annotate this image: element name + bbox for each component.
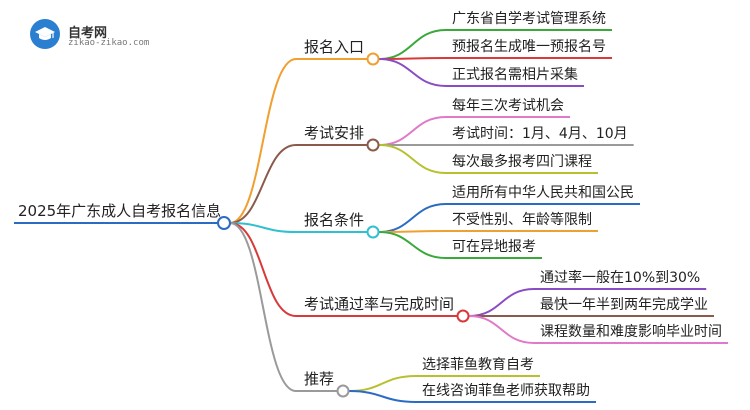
logo-subtitle: zikao-zikao.com	[68, 38, 150, 48]
branch-node	[366, 52, 380, 66]
leaf-topic: 课程数量和难度影响毕业时间	[540, 324, 722, 340]
branch-connector	[229, 144, 297, 224]
leaf-connector	[379, 57, 447, 60]
leaf-connector	[379, 144, 447, 174]
leaf-topic: 在线咨询菲鱼老师获取帮助	[422, 383, 590, 399]
leaf-topic: 通过率一般在10%到30%	[540, 270, 701, 286]
leaf-connector	[379, 29, 447, 60]
leaf-topic: 正式报名需相片采集	[452, 67, 578, 83]
branch-connector	[229, 222, 297, 392]
branch-recommendation: 推荐	[304, 370, 335, 388]
branch-connector	[229, 58, 297, 224]
branch-node	[366, 225, 380, 239]
branch-connector	[229, 222, 297, 317]
leaf-connector	[379, 231, 447, 259]
leaf-topic: 考试时间：1月、4月、10月	[452, 126, 628, 142]
root-topic: 2025年广东成人自考报名信息	[18, 202, 222, 220]
leaf-topic: 每年三次考试机会	[452, 98, 564, 114]
branch-node	[456, 309, 470, 323]
leaf-topic: 预报名生成唯一预报名号	[452, 39, 606, 55]
leaf-topic: 每次最多报考四门课程	[452, 154, 592, 170]
graduation-cap-icon	[30, 19, 60, 49]
root-node	[217, 216, 231, 230]
leaf-topic: 选择菲鱼教育自考	[422, 357, 534, 373]
leaf-connector	[469, 315, 535, 344]
branch-registration-entry: 报名入口	[304, 38, 365, 56]
branch-pass-rate-duration: 考试通过率与完成时间	[304, 295, 455, 313]
leaf-topic: 适用所有中华人民共和国公民	[452, 185, 634, 201]
leaf-topic: 广东省自学考试管理系统	[452, 11, 606, 27]
branch-connector	[229, 222, 297, 233]
leaf-topic: 可在异地报考	[452, 239, 536, 255]
branch-node	[336, 384, 350, 398]
branch-registration-conditions: 报名条件	[304, 211, 365, 229]
leaf-connector	[379, 58, 447, 87]
leaf-connector	[379, 230, 447, 233]
logo-title: 自考网	[68, 26, 108, 41]
site-logo[interactable]: 自考网 zikao-zikao.com	[30, 19, 200, 51]
leaf-connector	[379, 116, 447, 146]
leaf-topic: 最快一年半到两年完成学业	[540, 297, 708, 313]
branch-node	[366, 138, 380, 152]
leaf-connector	[379, 203, 447, 233]
leaf-connector	[469, 288, 535, 317]
branch-exam-schedule: 考试安排	[304, 124, 365, 142]
leaf-topic: 不受性别、年龄等限制	[452, 212, 592, 228]
leaf-connector	[349, 375, 417, 392]
leaf-connector	[349, 390, 417, 403]
